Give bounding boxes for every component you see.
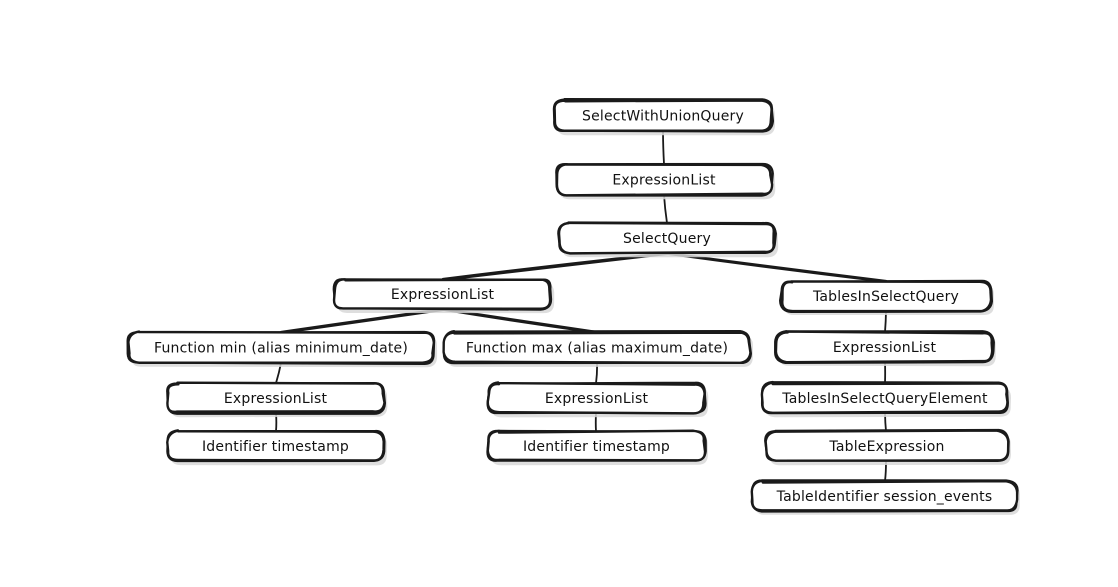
node-outline-overstroke bbox=[555, 163, 774, 197]
node-outline-overstroke bbox=[442, 331, 752, 365]
node-outline-overstroke bbox=[750, 479, 1019, 512]
node-outline-overstroke bbox=[557, 221, 775, 255]
node-tables-in-select-query[interactable]: TablesInSelectQuery bbox=[779, 279, 994, 316]
edge-path-overstroke bbox=[442, 308, 599, 334]
edge-path-overstroke bbox=[442, 252, 669, 281]
node-label: SelectQuery bbox=[623, 231, 711, 247]
edge-select-with-union-query-to-root-expression-list bbox=[662, 130, 665, 165]
node-label: Function min (alias minimum_date) bbox=[154, 341, 408, 357]
node-label: TableIdentifier session_events bbox=[776, 489, 993, 505]
node-max-identifier-timestamp[interactable]: Identifier timestamp bbox=[486, 429, 708, 466]
node-outline-overstroke bbox=[166, 429, 385, 462]
node-outline-overstroke bbox=[760, 381, 1009, 414]
node-select-query[interactable]: SelectQuery bbox=[557, 221, 779, 258]
node-label: Identifier timestamp bbox=[523, 439, 670, 455]
node-min-expression-list[interactable]: ExpressionList bbox=[166, 381, 388, 418]
edge-path-overstroke bbox=[666, 252, 888, 283]
edge-path bbox=[662, 130, 665, 165]
edge-path-overstroke bbox=[280, 308, 445, 334]
node-label: TablesInSelectQuery bbox=[812, 289, 959, 305]
node-label: ExpressionList bbox=[833, 340, 937, 356]
edge-select-query-to-tables-in-select-query bbox=[665, 251, 888, 283]
node-outline-overstroke bbox=[127, 330, 436, 364]
node-label: TablesInSelectQueryElement bbox=[781, 391, 988, 407]
node-outline-overstroke bbox=[553, 99, 773, 132]
node-right-expression-list[interactable]: ExpressionList bbox=[774, 330, 996, 367]
node-max-expression-list[interactable]: ExpressionList bbox=[486, 381, 709, 418]
node-outline-overstroke bbox=[166, 381, 386, 414]
node-label: SelectWithUnionQuery bbox=[582, 109, 744, 125]
node-function-min[interactable]: Function min (alias minimum_date) bbox=[126, 330, 438, 368]
node-table-identifier-session-events[interactable]: TableIdentifier session_events bbox=[750, 479, 1020, 515]
node-outline-overstroke bbox=[486, 381, 706, 415]
node-min-identifier-timestamp[interactable]: Identifier timestamp bbox=[166, 429, 388, 466]
node-root-expression-list[interactable]: ExpressionList bbox=[555, 162, 776, 200]
nodes-layer: SelectWithUnionQueryExpressionListSelect… bbox=[126, 98, 1020, 515]
node-outline-overstroke bbox=[764, 429, 1010, 462]
node-outline-overstroke bbox=[332, 278, 552, 310]
node-outline-overstroke bbox=[781, 280, 993, 313]
node-label: Function max (alias maximum_date) bbox=[466, 341, 728, 357]
node-label: ExpressionList bbox=[545, 391, 649, 407]
node-label: Identifier timestamp bbox=[202, 439, 349, 455]
node-left-expression-list[interactable]: ExpressionList bbox=[332, 278, 555, 314]
node-label: ExpressionList bbox=[391, 287, 495, 303]
node-select-with-union-query[interactable]: SelectWithUnionQuery bbox=[552, 98, 775, 136]
node-table-expression[interactable]: TableExpression bbox=[764, 428, 1011, 466]
node-outline-overstroke bbox=[774, 330, 994, 364]
node-function-max[interactable]: Function max (alias maximum_date) bbox=[442, 329, 753, 367]
node-label: ExpressionList bbox=[224, 391, 328, 407]
node-outline-overstroke bbox=[486, 429, 707, 462]
node-label: ExpressionList bbox=[612, 173, 716, 189]
node-label: TableExpression bbox=[828, 439, 944, 455]
node-tables-in-select-query-element[interactable]: TablesInSelectQueryElement bbox=[760, 380, 1012, 418]
